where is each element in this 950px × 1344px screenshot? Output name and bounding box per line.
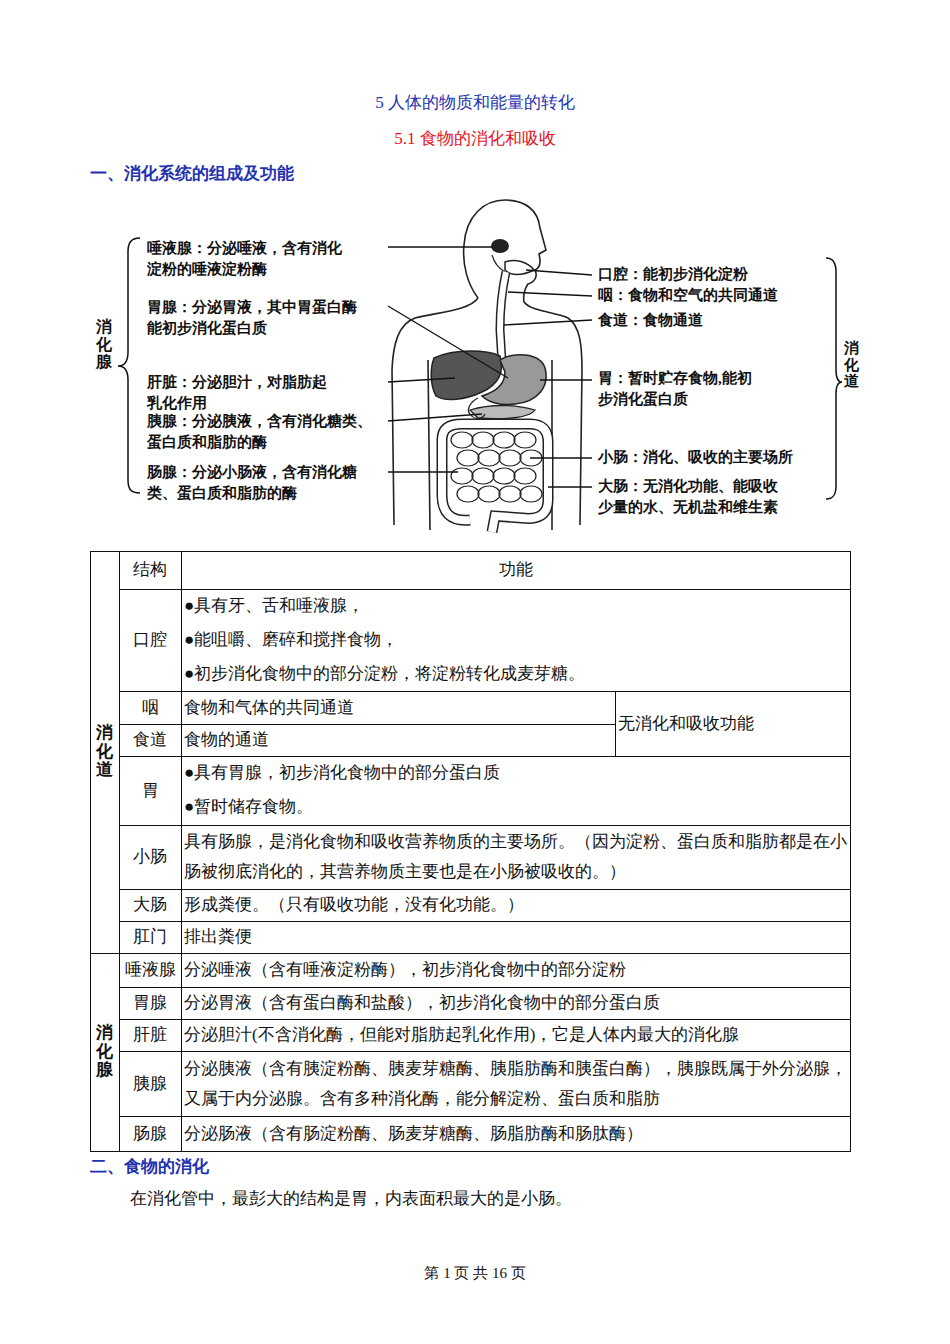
intestine-coil — [478, 450, 500, 466]
table-grid — [90, 551, 851, 1152]
salivary-duct — [492, 255, 505, 272]
callout-label: 唾液腺：分泌唾液，含有消化淀粉的唾液淀粉酶 — [147, 238, 352, 280]
intestine-coil — [451, 468, 473, 484]
table-cell: 食物的通道 — [184, 728, 612, 752]
table-cell: 大肠 — [119, 893, 181, 917]
right-brace — [826, 258, 842, 499]
callout-label: 咽：食物和空气的共同通道 — [598, 285, 798, 306]
table-cell: 肠腺 — [119, 1122, 181, 1146]
table-cell: 胃腺 — [119, 991, 181, 1015]
table-cell: 无消化和吸收功能 — [618, 712, 848, 736]
table-cell: 分泌肠液（含有肠淀粉酶、肠麦芽糖酶、肠脂肪酶和肠肽酶） — [184, 1122, 849, 1146]
intestine-coil — [472, 432, 494, 448]
leader-line — [548, 486, 592, 487]
table-cell: ●暂时储存食物。 — [184, 795, 849, 819]
left-brace — [118, 238, 140, 493]
table-cell: ●具有牙、舌和唾液腺， — [184, 594, 849, 618]
leader-line — [388, 246, 492, 247]
intestine-coil — [493, 468, 515, 484]
table-cell: 结构 — [119, 558, 181, 582]
table-cell: 分泌唾液（含有唾液淀粉酶），初步消化食物中的部分淀粉 — [184, 958, 849, 982]
page-title: 5 人体的物质和能量的转化 — [0, 91, 950, 114]
table-cell: 肝脏 — [119, 1023, 181, 1047]
table-cell: 咽 — [119, 696, 181, 720]
table-cell: 食物和气体的共同通道 — [184, 696, 612, 720]
left-torso-line — [428, 360, 430, 530]
table-cell: 功能 — [181, 558, 851, 582]
subtitle: 5.1 食物的消化和吸收 — [0, 126, 950, 152]
callout-label: 胰腺：分泌胰液，含有消化糖类、蛋白质和脂肪的酶 — [147, 411, 379, 453]
intestine-coil — [514, 432, 536, 448]
salivary-gland — [491, 239, 509, 253]
table-cell: ●初步消化食物中的部分淀粉，将淀粉转化成麦芽糖。 — [184, 662, 849, 686]
leader-lines — [388, 247, 592, 487]
table-cell: 分泌胰液（含有胰淀粉酶、胰麦芽糖酶、胰脂肪酶和胰蛋白酶），胰腺既属于外分泌腺，又… — [184, 1054, 849, 1114]
callout-label: 食道：食物通道 — [598, 310, 798, 331]
page-footer: 第 1 页 共 16 页 — [0, 1262, 950, 1285]
intestine-coil — [499, 450, 521, 466]
leader-line — [540, 379, 592, 380]
pancreas — [470, 406, 535, 419]
vertical-label: 消化道 — [96, 724, 113, 780]
table-cell: 排出粪便 — [184, 925, 849, 949]
table-cell: 小肠 — [119, 845, 181, 869]
table-cell: 胃 — [119, 779, 181, 803]
intestine-coil — [520, 486, 542, 502]
intestine-coil — [499, 486, 521, 502]
table-cell: ●能咀嚼、磨碎和搅拌食物， — [184, 628, 849, 652]
intestine-coil — [451, 432, 473, 448]
stomach — [482, 355, 546, 405]
callout-label: 肝脏：分泌胆汁，对脂肪起乳化作用 — [147, 372, 335, 414]
table-cell: ●具有胃腺，初步消化食物中的部分蛋白质 — [184, 761, 849, 785]
table-cell: 口腔 — [119, 628, 181, 652]
table-cell: 具有肠腺，是消化食物和吸收营养物质的主要场所。（因为淀粉、蛋白质和脂肪都是在小肠… — [184, 827, 849, 887]
callout-label: 小肠：消化、吸收的主要场所 — [598, 447, 813, 468]
table-cell: 肛门 — [119, 925, 181, 949]
esophagus — [500, 272, 506, 362]
section-heading: 二、食物的消化 — [90, 1154, 590, 1180]
leader-line — [508, 292, 592, 296]
leader-line — [388, 306, 508, 378]
table-cell: 分泌胆汁(不含消化酶，但能对脂肪起乳化作用)，它是人体内最大的消化腺 — [184, 1023, 849, 1047]
intestine-coil — [478, 486, 500, 502]
intestine-coil — [472, 468, 494, 484]
intestine-coil — [514, 468, 536, 484]
mouth-and-glands — [491, 239, 534, 275]
section-heading: 一、消化系统的组成及功能 — [90, 161, 590, 187]
vertical-label: 消化腺 — [96, 1024, 113, 1080]
vertical-label: 消化道 — [844, 340, 859, 390]
leader-line — [388, 378, 455, 382]
leader-line — [388, 414, 482, 421]
leader-line — [530, 457, 592, 458]
large-intestine — [442, 424, 548, 532]
callout-label: 肠腺：分泌小肠液，含有消化糖类、蛋白质和脂肪的酶 — [147, 462, 365, 504]
leader-line — [388, 471, 458, 472]
small-intestine — [451, 432, 542, 502]
left-arm-outline — [392, 298, 478, 525]
table-border — [91, 552, 851, 1152]
oral-cavity — [505, 260, 534, 274]
table-cell: 形成粪便。（只有吸收功能，没有化功能。） — [184, 893, 849, 917]
leader-line — [526, 270, 592, 275]
vertical-label: 消化腺 — [96, 318, 112, 371]
intestine-coil — [493, 432, 515, 448]
callout-label: 口腔：能初步消化淀粉 — [598, 264, 798, 285]
table-cell: 唾液腺 — [119, 958, 181, 982]
brackets — [118, 238, 842, 499]
table-cell: 食道 — [119, 728, 181, 752]
callout-label: 胃腺：分泌胃液，其中胃蛋白酶能初步消化蛋白质 — [147, 297, 365, 339]
intestine-coil — [457, 450, 479, 466]
callout-label: 大肠：无消化功能、能吸收少量的水、无机盐和维生素 — [598, 476, 788, 518]
callout-label: 胃：暂时贮存食物,能初步消化蛋白质 — [598, 368, 758, 410]
table-cell: 分泌胃液（含有蛋白酶和盐酸），初步消化食物中的部分蛋白质 — [184, 991, 849, 1015]
intestine-coil — [457, 486, 479, 502]
table-cell: 胰腺 — [119, 1072, 181, 1096]
leader-line — [504, 320, 592, 325]
body-text: 在消化管中，最彭大的结构是胃，内表面积最大的是小肠。 — [130, 1186, 850, 1212]
